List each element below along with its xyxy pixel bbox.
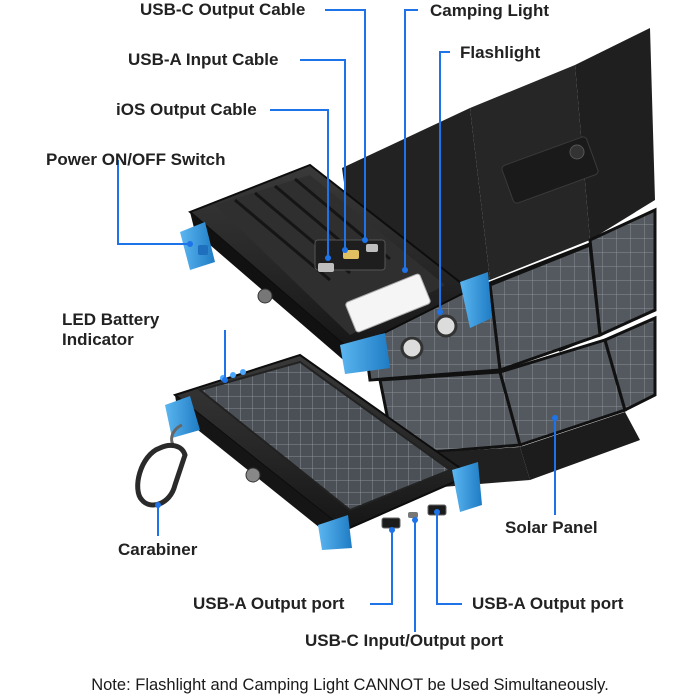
- label-usb-c-output-cable: USB-C Output Cable: [140, 0, 306, 19]
- callout-dots: [155, 237, 558, 533]
- label-led-battery-line1: LED Battery: [62, 310, 160, 329]
- label-ios-output-cable: iOS Output Cable: [116, 100, 257, 119]
- label-camping-light: Camping Light: [430, 1, 549, 20]
- power-bank-front: [165, 353, 482, 550]
- label-flashlight: Flashlight: [460, 43, 541, 62]
- label-carabiner: Carabiner: [118, 540, 198, 559]
- label-usb-a-input-cable: USB-A Input Cable: [128, 50, 279, 69]
- label-power-switch: Power ON/OFF Switch: [46, 150, 226, 169]
- label-solar-panel: Solar Panel: [505, 518, 598, 537]
- callout-lines: [117, 9, 556, 632]
- carabiner-clip: [135, 423, 188, 508]
- usage-note: Note: Flashlight and Camping Light CANNO…: [91, 676, 609, 694]
- label-usb-c-io-port: USB-C Input/Output port: [305, 631, 504, 650]
- label-usb-a-output-left: USB-A Output port: [193, 594, 345, 613]
- label-led-battery-line2: Indicator: [62, 330, 134, 349]
- label-usb-a-output-right: USB-A Output port: [472, 594, 624, 613]
